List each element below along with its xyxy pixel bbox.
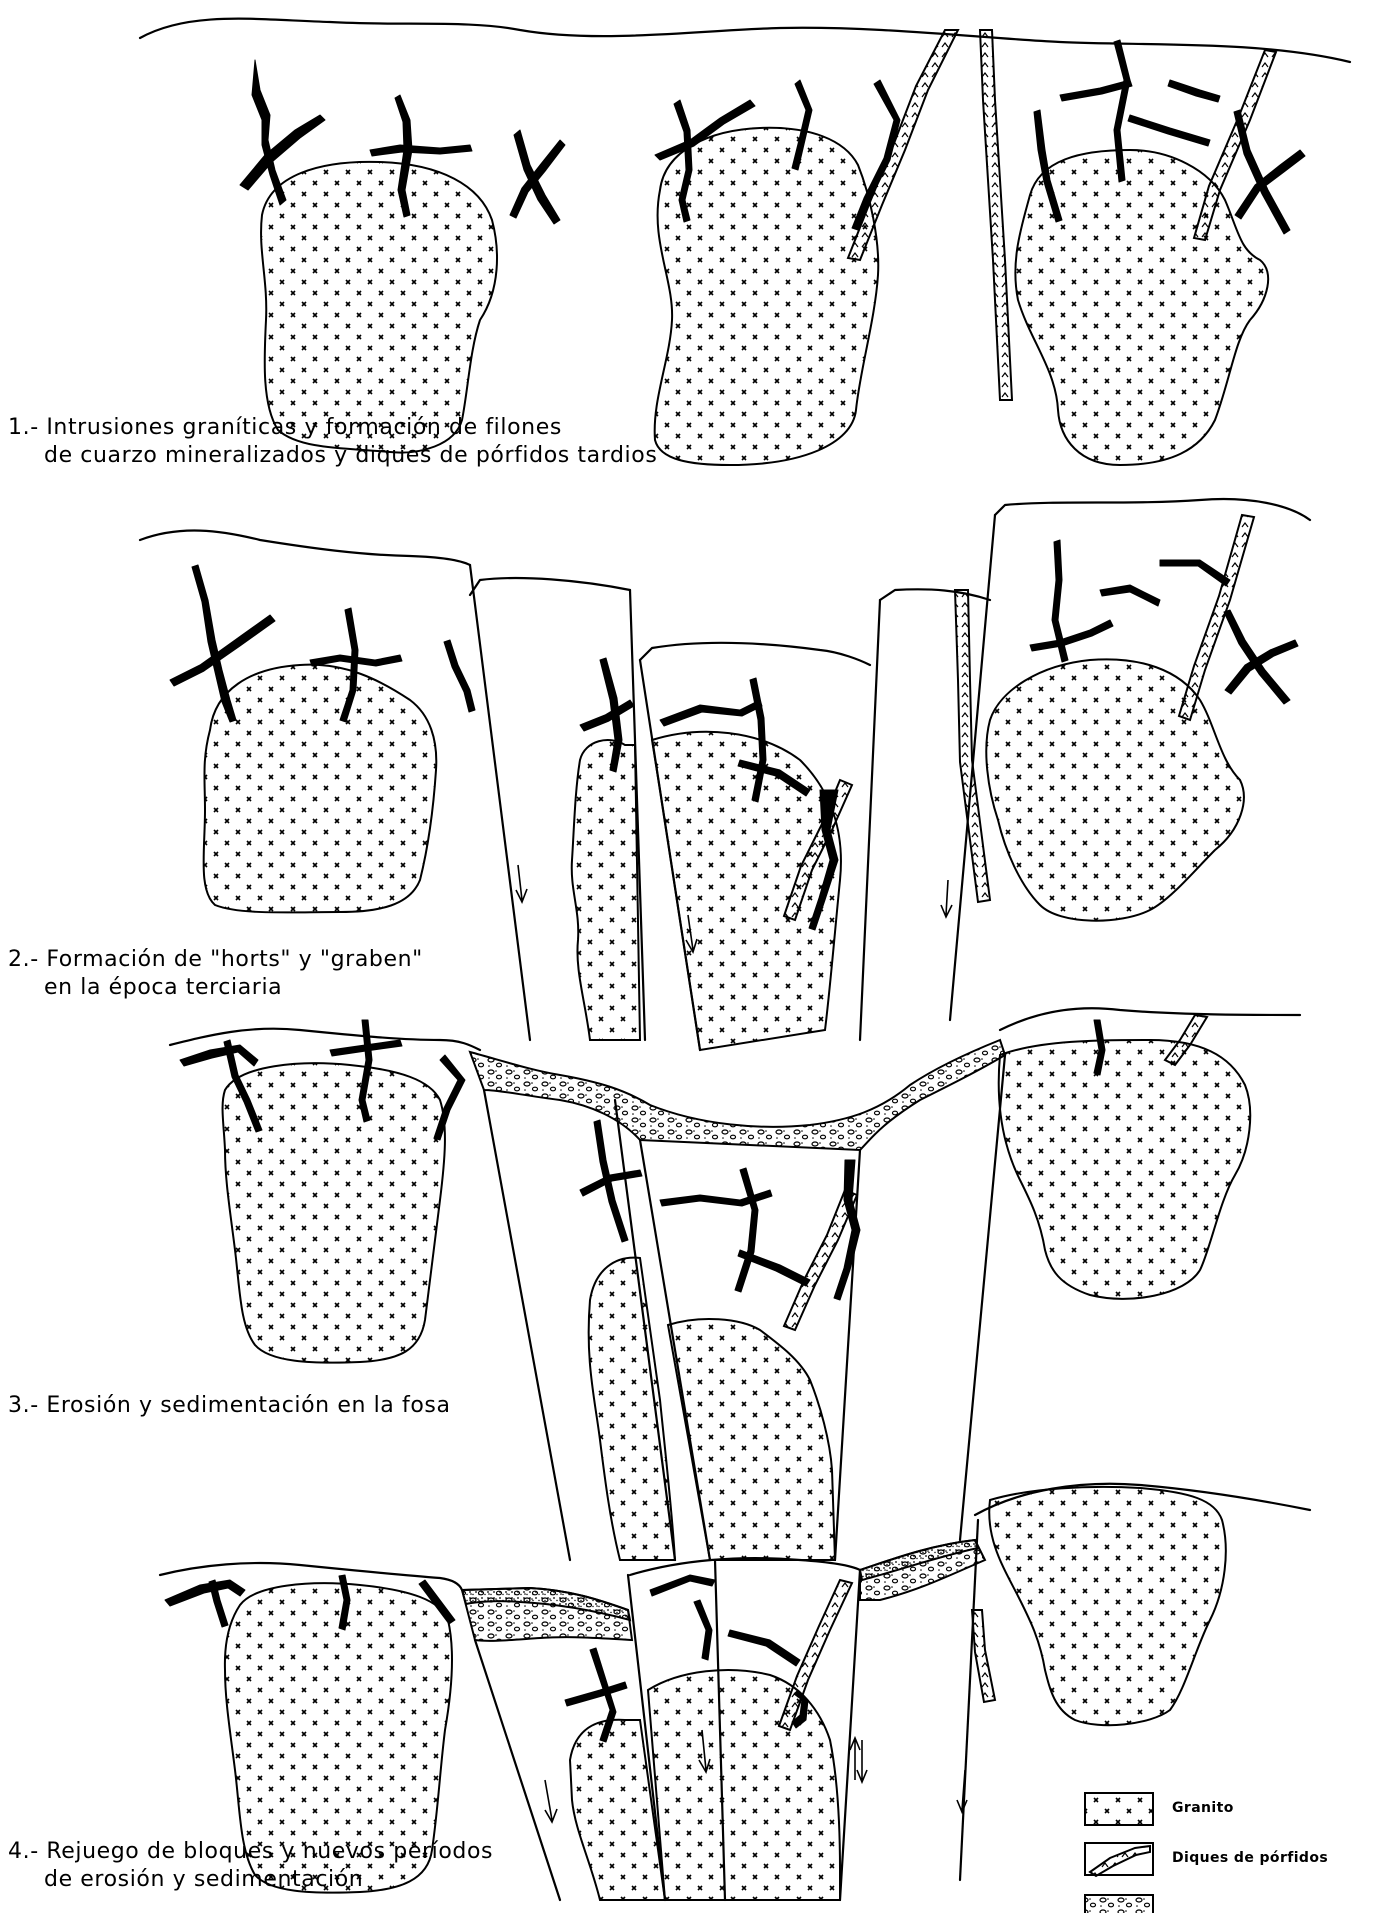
fault-line: [470, 565, 530, 1040]
fault-motion-arrow: [850, 1738, 867, 1782]
legend-swatch-sediment: [1085, 1895, 1153, 1913]
quartz-vein: [735, 1168, 758, 1292]
fault-line: [960, 1055, 1005, 1540]
quartz-vein: [565, 1682, 627, 1706]
quartz-vein: [694, 1600, 712, 1660]
quartz-vein: [580, 700, 634, 731]
stage-1-panel: [140, 19, 1350, 465]
fault-line: [840, 1570, 860, 1900]
legend-swatch-granite: [1085, 1793, 1153, 1825]
quartz-vein: [165, 1580, 245, 1606]
quartz-vein: [1128, 115, 1210, 146]
legend-label-dike: Diques de pórfidos: [1172, 1850, 1328, 1866]
stage-1-caption-line-1: 1.- Intrusiones graníticas y formación d…: [8, 414, 657, 442]
stage-4-caption-line-1: 4.- Rejuego de bloques y nuevos períodos: [8, 1838, 493, 1866]
quartz-vein: [660, 700, 762, 726]
stage-3-caption-line-1: 3.- Erosión y sedimentación en la fosa: [8, 1392, 451, 1420]
stage-4-caption: 4.- Rejuego de bloques y nuevos períodos…: [8, 1838, 493, 1894]
granite-body: [648, 1670, 840, 1900]
stage-2-surface-line: [470, 578, 630, 595]
fault-line: [484, 1090, 570, 1560]
fault-motion-arrow: [516, 865, 527, 902]
granite-body: [589, 1258, 675, 1560]
stage-2-surface-line: [140, 531, 470, 565]
quartz-vein: [180, 1045, 258, 1066]
sediment-fill-layer: [470, 1040, 1005, 1150]
stage-3-surface-line: [170, 1029, 480, 1050]
granite-body: [989, 1487, 1226, 1725]
stage-2-caption-line-2: en la época terciaria: [8, 974, 423, 1002]
stage-2-surface-line: [995, 499, 1310, 520]
granite-body: [261, 162, 497, 453]
stage-3-surface-line: [1000, 1008, 1300, 1030]
legend-swatch-dike: [1085, 1843, 1153, 1876]
stage-1-surface-line: [140, 19, 1350, 62]
quartz-vein: [510, 140, 565, 218]
stage-3-caption: 3.- Erosión y sedimentación en la fosa: [8, 1392, 451, 1420]
granite-body: [652, 732, 841, 1050]
granite-body: [999, 1040, 1251, 1299]
porphyry-dike: [848, 30, 958, 260]
quartz-vein: [1160, 560, 1230, 586]
granite-body: [223, 1063, 445, 1362]
granite-body: [986, 659, 1244, 920]
quartz-vein: [370, 145, 472, 156]
stage-2-caption-line-1: 2.- Formación de "horts" y "graben": [8, 946, 423, 974]
stage-1-caption: 1.- Intrusiones graníticas y formación d…: [8, 414, 657, 470]
stage-3-panel: [170, 1008, 1300, 1560]
quartz-vein: [650, 1575, 715, 1596]
fault-line: [960, 1520, 978, 1880]
quartz-vein: [1168, 80, 1220, 102]
stage-2-surface-line: [880, 589, 990, 600]
stage-4-caption-line-2: de erosión y sedimentación: [8, 1866, 493, 1894]
fault-motion-arrow: [941, 880, 952, 917]
stage-2-caption: 2.- Formación de "horts" y "graben" en l…: [8, 946, 423, 1002]
quartz-vein: [444, 640, 475, 712]
legend: [1085, 1793, 1153, 1913]
stage-1-caption-line-2: de cuarzo mineralizados y diques de pórf…: [8, 442, 657, 470]
quartz-vein: [728, 1630, 800, 1666]
porphyry-dike: [972, 1610, 995, 1702]
legend-label-granite: Granito: [1172, 1800, 1234, 1816]
stage-2-surface-line: [640, 643, 870, 665]
porphyry-dike: [1179, 515, 1254, 720]
fault-motion-arrow: [545, 1780, 557, 1822]
quartz-vein: [1030, 620, 1113, 651]
porphyry-dike: [980, 30, 1012, 400]
granite-body: [668, 1319, 835, 1560]
granite-body: [570, 1720, 665, 1900]
granite-body: [572, 740, 640, 1040]
granite-body: [204, 665, 437, 913]
quartz-vein: [1100, 585, 1160, 606]
